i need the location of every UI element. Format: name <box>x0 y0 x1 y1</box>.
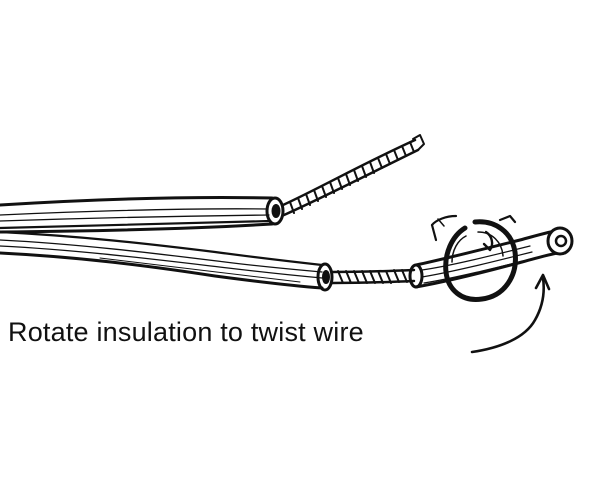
upper-twisted-wire <box>281 134 425 217</box>
lower-conductor <box>0 230 334 292</box>
rotation-ring <box>430 214 518 302</box>
caption-label: Rotate insulation to twist wire <box>8 317 364 347</box>
rotation-arrow <box>470 273 551 354</box>
upper-conductor <box>0 195 285 234</box>
lower-twisted-wire <box>330 268 416 285</box>
